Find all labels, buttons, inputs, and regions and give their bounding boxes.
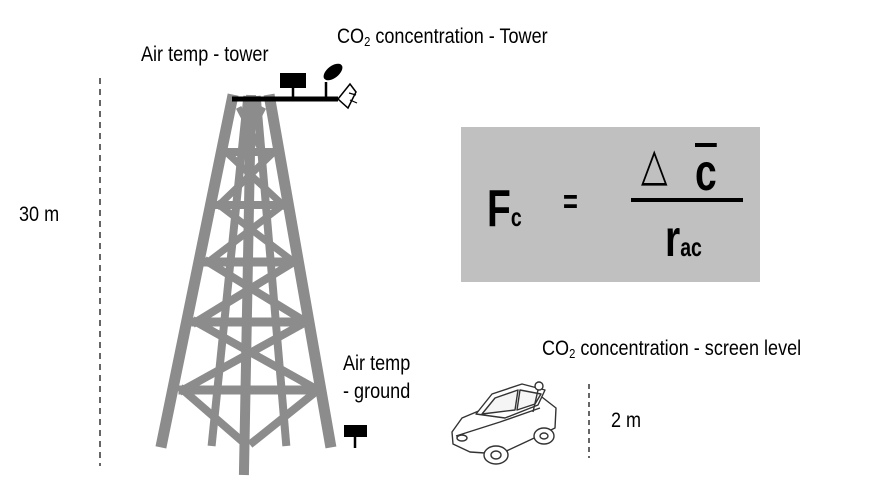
formula-denominator: rac	[665, 213, 702, 265]
co2-screen-label-suffix: concentration - screen level	[575, 337, 802, 360]
air-temp-ground-sensor-icon	[344, 425, 367, 448]
formula-lhs-main: F	[487, 180, 511, 238]
air-temp-tower-label: Air temp - tower	[141, 43, 269, 66]
formula-box: Fc = △ c rac	[461, 127, 760, 282]
tower	[155, 93, 337, 476]
co2-screen-label-prefix: CO	[542, 337, 570, 360]
formula-fraction-bar	[631, 198, 743, 202]
co2-tower-label-prefix: CO	[337, 25, 365, 48]
formula-denominator-main: r	[665, 210, 681, 268]
air-temp-ground-label-line1: Air temp	[343, 352, 411, 375]
co2-screen-label-subscript: 2	[569, 346, 576, 361]
formula-lhs: Fc	[487, 183, 522, 235]
air-temp-ground-label-line2: - ground	[343, 380, 411, 403]
car-icon	[451, 381, 557, 465]
formula-numerator-delta: △	[641, 138, 668, 190]
co2-tower-sensor-icon	[323, 63, 358, 110]
formula-lhs-sub: c	[510, 202, 522, 232]
formula-denominator-sub: ac	[680, 232, 702, 262]
co2-tower-label-suffix: concentration - Tower	[370, 25, 548, 48]
co2-tower-label: CO2 concentration - Tower	[337, 24, 548, 50]
co2-tower-label-subscript: 2	[364, 34, 371, 49]
height-2m-label: 2 m	[611, 409, 642, 432]
formula-numerator-var: c	[695, 143, 717, 202]
formula-equals: =	[563, 183, 578, 221]
height-30m-label: 30 m	[19, 203, 60, 226]
air-temp-tower-sensor-icon	[280, 73, 306, 99]
co2-screen-label: CO2 concentration - screen level	[542, 336, 801, 362]
